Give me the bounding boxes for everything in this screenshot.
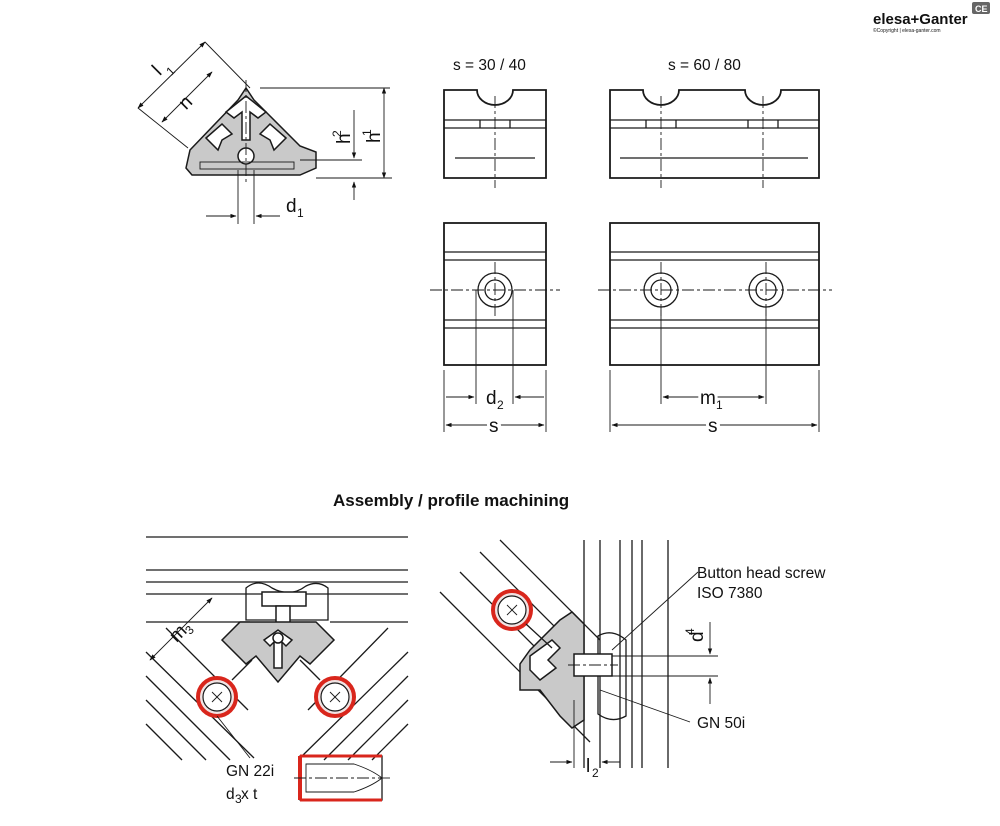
ce-mark: CE (975, 4, 988, 14)
dim-d4: d (687, 631, 708, 642)
dim-d2-sub: 2 (497, 398, 504, 412)
callout-d3-rest: x t (241, 786, 258, 803)
dim-h2-sub: 2 (330, 130, 344, 137)
dim-d4-sub: 4 (683, 628, 697, 635)
assembly-view-left: m 3 GN 22i d 3 x t (145, 536, 409, 806)
dim-s-small: s (489, 416, 499, 437)
dim-d1: d (286, 196, 297, 217)
callout-d3-main: d (226, 786, 235, 803)
dim-m1: m (700, 388, 716, 409)
small-block-side-view (443, 89, 547, 188)
screw-right (314, 676, 356, 718)
label-s-large: s = 60 / 80 (668, 57, 741, 74)
callout-d3-sub: 3 (235, 792, 242, 806)
profile-view: l 1 n h 1 h 2 d 1 (137, 41, 392, 224)
dim-h1: h (364, 132, 385, 143)
dim-d1-sub: 1 (297, 206, 304, 220)
label-s-small: s = 30 / 40 (453, 57, 526, 74)
brand-logo: elesa+Ganter ©Copyright | elesa-ganter.c… (873, 2, 990, 34)
brand-name: elesa+Ganter (873, 11, 968, 28)
large-block-side-view (609, 89, 820, 188)
assembly-view-right: Button head screw ISO 7380 GN 50i d 4 l … (439, 539, 826, 780)
callout-gn22i: GN 22i (226, 763, 274, 780)
callout-screw-line1: Button head screw (697, 565, 826, 582)
small-block-top-view (430, 222, 560, 366)
dim-h1-sub: 1 (360, 129, 374, 136)
brand-copyright: ©Copyright | elesa-ganter.com (873, 27, 941, 34)
callout-gn50i: GN 50i (697, 715, 745, 732)
section-title: Assembly / profile machining (333, 491, 569, 510)
dim-h2: h (334, 133, 355, 144)
dim-s-large: s (708, 416, 718, 437)
dim-l2: l (586, 756, 590, 777)
block-dimensions: d 2 s m 1 s (443, 290, 820, 440)
dim-l2-sub: 2 (592, 766, 599, 780)
dim-n: n (175, 92, 197, 114)
screw-left (196, 676, 238, 718)
dim-m1-sub: 1 (716, 398, 723, 412)
callout-screw-line2: ISO 7380 (697, 585, 763, 602)
large-block-top-view (598, 222, 832, 366)
screw-right-view (491, 589, 533, 631)
dim-d2: d (486, 388, 497, 409)
dim-l1: l (148, 62, 166, 80)
